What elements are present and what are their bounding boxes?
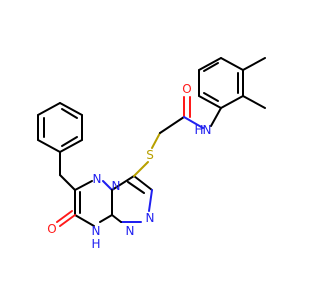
thioacetamide-chain (133, 96, 222, 177)
amide-hydrogen-atom: H (194, 123, 203, 137)
dimethylphenyl-ring (198, 57, 266, 109)
ring-nh-nitrogen-atom: N (92, 224, 101, 238)
amide-oxygen-atom: O (182, 82, 191, 96)
triazole-nitrogen-2-atom: N (126, 224, 135, 238)
ketone-oxygen-atom: O (47, 222, 56, 236)
benzyl-phenyl-ring (37, 102, 83, 153)
bridgehead-nitrogen-atom: N (112, 179, 121, 193)
triazinone-ring (56, 151, 113, 227)
triazole-nitrogen-1-atom: N (146, 211, 155, 225)
ring-nh-hydrogen-atom: H (91, 237, 100, 251)
atom-labels: S O N H N N N N N H O (47, 82, 211, 251)
sulfur-atom: S (146, 148, 154, 162)
triazole-ring (111, 175, 153, 223)
molecule-structure: S O N H N N N N N H O (37, 57, 266, 251)
amide-nitrogen-atom: N (203, 123, 212, 137)
triazine-nitrogen-atom: N (93, 172, 102, 186)
